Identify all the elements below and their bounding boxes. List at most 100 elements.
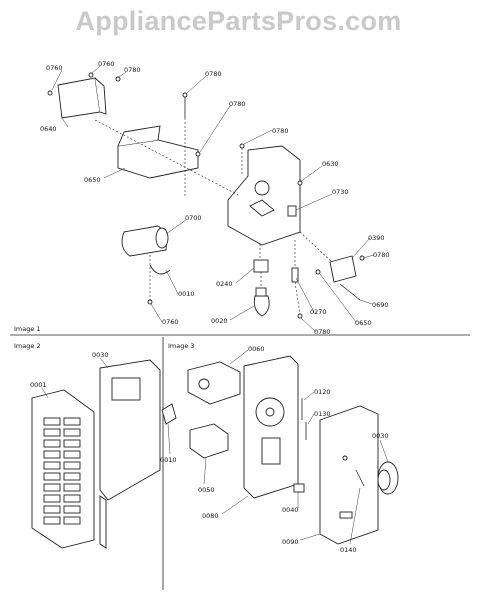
section-label-image3: Image 3 [168, 342, 195, 350]
part-label: 0010 [178, 290, 195, 298]
part-0090-cover [319, 405, 379, 545]
watermark-logo: AppliancePartsPros.com [75, 6, 402, 36]
part-0650-flange [117, 125, 161, 147]
keypad-button [43, 494, 61, 503]
part-0090-slot [339, 511, 353, 519]
part-0650-b-nut [315, 269, 321, 275]
leader-0630 [299, 165, 323, 183]
part-label: 0390 [368, 234, 385, 242]
screw-0780-c [239, 143, 245, 149]
leader-0090 [299, 533, 321, 541]
part-label: 0780 [229, 100, 246, 108]
keypad-buttons [43, 417, 81, 525]
leader-0780-b [199, 105, 231, 153]
leader-0010-b [167, 423, 171, 455]
keypad-button [43, 428, 61, 437]
part-0060-shaft [198, 378, 210, 390]
leader-0001 [41, 387, 49, 399]
part-0080-hub [265, 407, 275, 417]
leader-0130 [307, 413, 315, 425]
leader-0050 [203, 457, 207, 485]
part-label: 0690 [372, 301, 389, 309]
part-label: 0060 [248, 345, 265, 353]
part-label: 0240 [216, 280, 233, 288]
keypad-button [63, 461, 81, 470]
leader-0020 [229, 305, 255, 321]
keypad-button [43, 483, 61, 492]
part-label: 0780 [314, 328, 331, 336]
leader-0140 [349, 487, 361, 545]
leader-0730 [295, 193, 333, 211]
part-0630-tab [249, 199, 275, 217]
part-label: 0760 [98, 60, 115, 68]
part-0390-bracket [329, 255, 357, 283]
part-0020-base [255, 287, 267, 297]
screw-0780-b [195, 151, 201, 157]
leader-0760-b [91, 65, 101, 74]
part-0040 [293, 483, 305, 493]
screw-0780-g [297, 313, 303, 319]
part-0050-switch [189, 423, 229, 459]
keypad-button [43, 516, 61, 525]
leader-0780-a [118, 71, 127, 78]
part-label: 0001 [30, 381, 47, 389]
part-label: 0140 [340, 546, 357, 554]
leader-0780-f [362, 254, 375, 259]
leader-0080 [221, 495, 249, 515]
keypad-button [43, 472, 61, 481]
section-label-image2: Image 2 [14, 342, 41, 350]
part-0030-chip [111, 377, 141, 401]
part-0060-motor [187, 361, 241, 405]
part-label: 0650 [355, 319, 372, 327]
part-0020-bulb [253, 295, 270, 317]
screw-0780-e-head [182, 92, 188, 98]
part-label: 0760 [46, 64, 63, 72]
keypad-button [63, 417, 81, 426]
leader-0030-b [379, 439, 389, 463]
screw-0140 [355, 469, 365, 487]
explode-line-8 [299, 231, 333, 263]
image3-assembly [187, 349, 399, 545]
part-label: 0080 [202, 512, 219, 520]
part-label: 0780 [373, 251, 390, 259]
part-0630-housing [227, 145, 301, 246]
leader-0780-g [300, 317, 317, 333]
part-0240-socket [253, 259, 269, 273]
keypad-button [63, 505, 81, 514]
keypad-button [63, 450, 81, 459]
screw-0760-a [47, 90, 53, 96]
part-label: 0700 [185, 214, 202, 222]
part-label: 0040 [282, 506, 299, 514]
keypad-button [63, 439, 81, 448]
leader-0690 [359, 299, 373, 305]
leader-0060 [229, 349, 249, 365]
part-label: 0010 [160, 456, 177, 464]
part-0001-keypad-panel [31, 389, 95, 549]
leader-0030-a [99, 357, 109, 369]
leader-0760-c [150, 303, 163, 323]
part-0030-bracket [99, 495, 107, 549]
screw-0760-c [147, 299, 153, 305]
part-label: 0640 [40, 125, 57, 133]
image2-assembly [31, 357, 177, 549]
keypad-button [63, 494, 81, 503]
part-0010-b-clip [161, 403, 177, 425]
screw-0780-a [115, 76, 121, 82]
leader-0010-a [165, 269, 179, 295]
part-label: 0050 [198, 486, 215, 494]
explode-line-1 [94, 119, 241, 197]
part-0630-hole [254, 180, 270, 196]
part-label: 0030 [92, 351, 109, 359]
explode-line-7 [294, 281, 301, 315]
part-0650-plate [117, 139, 199, 179]
part-label: 0650 [84, 176, 101, 184]
keypad-button [63, 516, 81, 525]
part-0690-rod [339, 283, 361, 301]
keypad-button [63, 428, 81, 437]
part-label: 0120 [314, 388, 331, 396]
part-label: 0130 [314, 410, 331, 418]
leader-0760-a [51, 69, 63, 91]
part-0080-slot [261, 437, 281, 465]
